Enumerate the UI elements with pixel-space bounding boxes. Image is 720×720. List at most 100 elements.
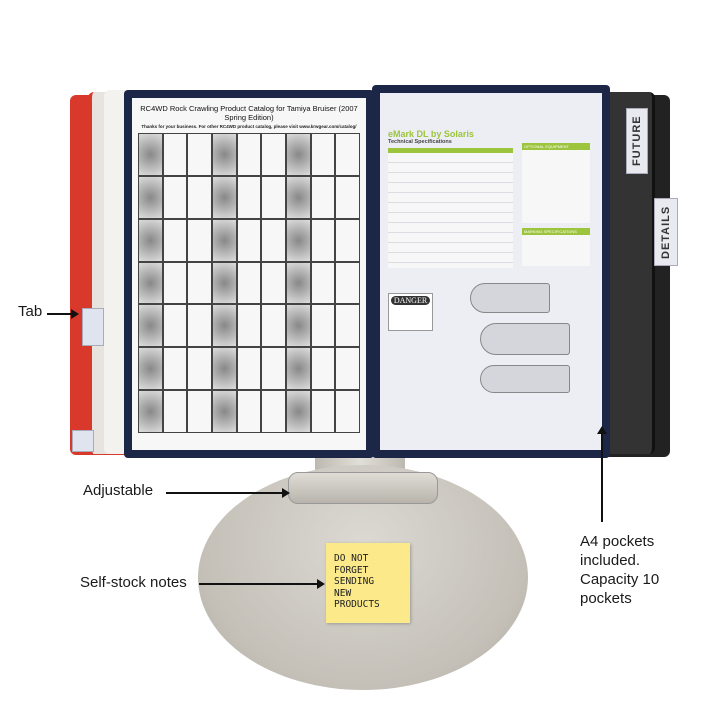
callout-adjustable: Adjustable [83, 482, 154, 499]
catalog-cell [187, 390, 212, 433]
note-line: NEW [334, 587, 352, 599]
right-pocket[interactable]: eMark DL by Solaris Technical Specificat… [372, 85, 610, 458]
catalog-cell [310, 390, 336, 433]
note-line: SENDING [334, 576, 375, 587]
catalog-cell [187, 175, 212, 219]
catalog-cell [162, 261, 188, 305]
catalog-cell [310, 261, 336, 305]
catalog-cell [138, 304, 163, 348]
arrow-right-icon [199, 579, 325, 589]
catalog-cell [310, 347, 336, 391]
adjustable-hinge[interactable] [288, 472, 438, 504]
catalog-cell [162, 133, 188, 176]
catalog-cell [211, 390, 237, 433]
catalog-cell [138, 390, 163, 433]
catalog-cell [261, 261, 286, 305]
catalog-cell [211, 218, 237, 262]
tab-holder[interactable] [82, 308, 104, 346]
catalog-cell [138, 218, 163, 262]
catalog-cell [335, 218, 360, 262]
device-drawing [480, 365, 570, 393]
note-line: FORGET [334, 564, 369, 576]
spec-page: eMark DL by Solaris Technical Specificat… [380, 93, 602, 450]
spec-table [388, 148, 513, 268]
catalog-cell [261, 390, 286, 433]
catalog-cell [285, 133, 311, 176]
catalog-cell [162, 218, 188, 262]
tab-future-label: FUTURE [631, 115, 643, 167]
catalog-cell [285, 218, 311, 262]
callout-pockets-line: pockets [580, 590, 632, 607]
catalog-cell [187, 218, 212, 262]
catalog-cell [236, 261, 262, 305]
optional-equipment-heading: OPTIONAL EQUIPMENT [522, 143, 590, 150]
catalog-cell [335, 347, 360, 391]
catalog-cell [187, 133, 212, 176]
catalog-cell [261, 175, 286, 219]
catalog-subtitle: Thanks for your business. For other RC4W… [141, 124, 357, 129]
callout-pockets-line: A4 pockets [580, 533, 655, 550]
callout-tab: Tab [18, 303, 43, 320]
optional-equipment-box: OPTIONAL EQUIPMENT [522, 143, 590, 223]
catalog-cell [162, 304, 188, 348]
catalog-cell [138, 175, 163, 219]
tab-details[interactable]: DETAILS [654, 198, 678, 266]
catalog-table: for(let i=0;i<63;i++){document.write('<d… [138, 133, 360, 433]
catalog-cell [261, 133, 286, 176]
catalog-cell [187, 347, 212, 391]
marking-specs-heading: MARKING SPECIFICATIONS [522, 228, 590, 235]
catalog-cell [285, 304, 311, 348]
catalog-cell [236, 347, 262, 391]
sticky-note: DO NOT FORGET SENDING NEW PRODUCTS [326, 543, 410, 623]
marking-specs-box: MARKING SPECIFICATIONS [522, 228, 590, 266]
catalog-cell [335, 133, 360, 176]
catalog-cell [162, 390, 188, 433]
tab-holder[interactable] [72, 430, 94, 452]
catalog-cell [138, 261, 163, 305]
danger-text: DANGER [391, 296, 430, 305]
catalog-cell [285, 390, 311, 433]
catalog-cell [162, 347, 188, 391]
catalog-cell [236, 175, 262, 219]
catalog-cell [310, 218, 336, 262]
catalog-cell [335, 390, 360, 433]
tab-future[interactable]: FUTURE [626, 108, 648, 174]
catalog-cell [285, 261, 311, 305]
spec-subtitle: Technical Specifications [388, 139, 452, 145]
callout-pockets-line: Capacity 10 [580, 571, 660, 588]
arrow-right-icon [166, 488, 290, 498]
catalog-cell [261, 218, 286, 262]
catalog-cell [261, 304, 286, 348]
catalog-cell [285, 347, 311, 391]
catalog-title: RC4WD Rock Crawling Product Catalog for … [140, 104, 358, 122]
catalog-cell [211, 261, 237, 305]
catalog-cell [285, 175, 311, 219]
catalog-cell [310, 304, 336, 348]
catalog-cell [187, 304, 212, 348]
catalog-cell [138, 347, 163, 391]
danger-label: DANGER [388, 293, 433, 331]
catalog-cell [187, 261, 212, 305]
catalog-cell [310, 133, 336, 176]
device-drawing [480, 323, 570, 355]
catalog-cell [236, 133, 262, 176]
catalog-cell [335, 261, 360, 305]
catalog-cell [261, 347, 286, 391]
callout-self-stock-notes: Self-stock notes [80, 574, 187, 591]
catalog-cell [211, 175, 237, 219]
callout-pockets-line: included. [580, 552, 641, 569]
note-line: PRODUCTS [334, 599, 380, 610]
catalog-cell [211, 347, 237, 391]
device-drawing [470, 283, 550, 313]
arrow-up-icon [597, 426, 607, 522]
catalog-cell [236, 304, 262, 348]
tab-details-label: DETAILS [660, 205, 672, 259]
left-pocket[interactable]: RC4WD Rock Crawling Product Catalog for … [124, 90, 374, 458]
catalog-cell [211, 304, 237, 348]
callout-pockets: A4 pockets included. Capacity 10 pockets [580, 532, 659, 608]
catalog-cell [335, 175, 360, 219]
catalog-cell [310, 175, 336, 219]
spec-title: eMark DL by Solaris [388, 129, 474, 139]
catalog-cell [236, 390, 262, 433]
note-line: DO NOT [334, 553, 369, 564]
